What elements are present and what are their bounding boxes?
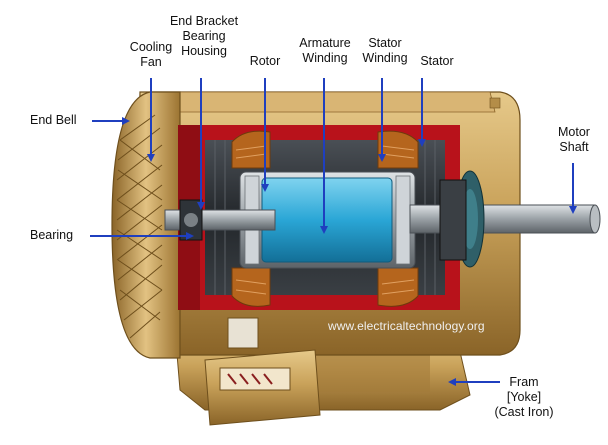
label-frame-yoke: Fram [Yoke] (Cast Iron)	[494, 375, 554, 419]
label-armature-winding: Armature Winding	[299, 36, 351, 65]
label-arrows	[90, 78, 577, 386]
label-end-bell: End Bell	[30, 113, 77, 127]
label-cooling-fan: Cooling Fan	[129, 40, 173, 69]
stator-winding-top	[231, 130, 419, 169]
bearing-left	[179, 199, 203, 241]
label-stator-winding: Stator Winding	[362, 36, 408, 65]
label-stator: Stator	[420, 54, 454, 68]
end-bell	[111, 91, 181, 359]
watermark-url: www.electricaltechnology.org	[328, 319, 485, 333]
label-rotor: Rotor	[249, 54, 281, 68]
terminal-box	[204, 317, 321, 426]
label-end-bracket-bearing-housing: End Bracket Bearing Housing	[169, 14, 239, 58]
label-bearing: Bearing	[30, 228, 74, 242]
rotor	[239, 171, 416, 269]
label-motor-shaft: Motor Shaft	[558, 125, 590, 154]
right-bracket	[439, 170, 485, 268]
stator-winding-bottom	[231, 267, 419, 307]
